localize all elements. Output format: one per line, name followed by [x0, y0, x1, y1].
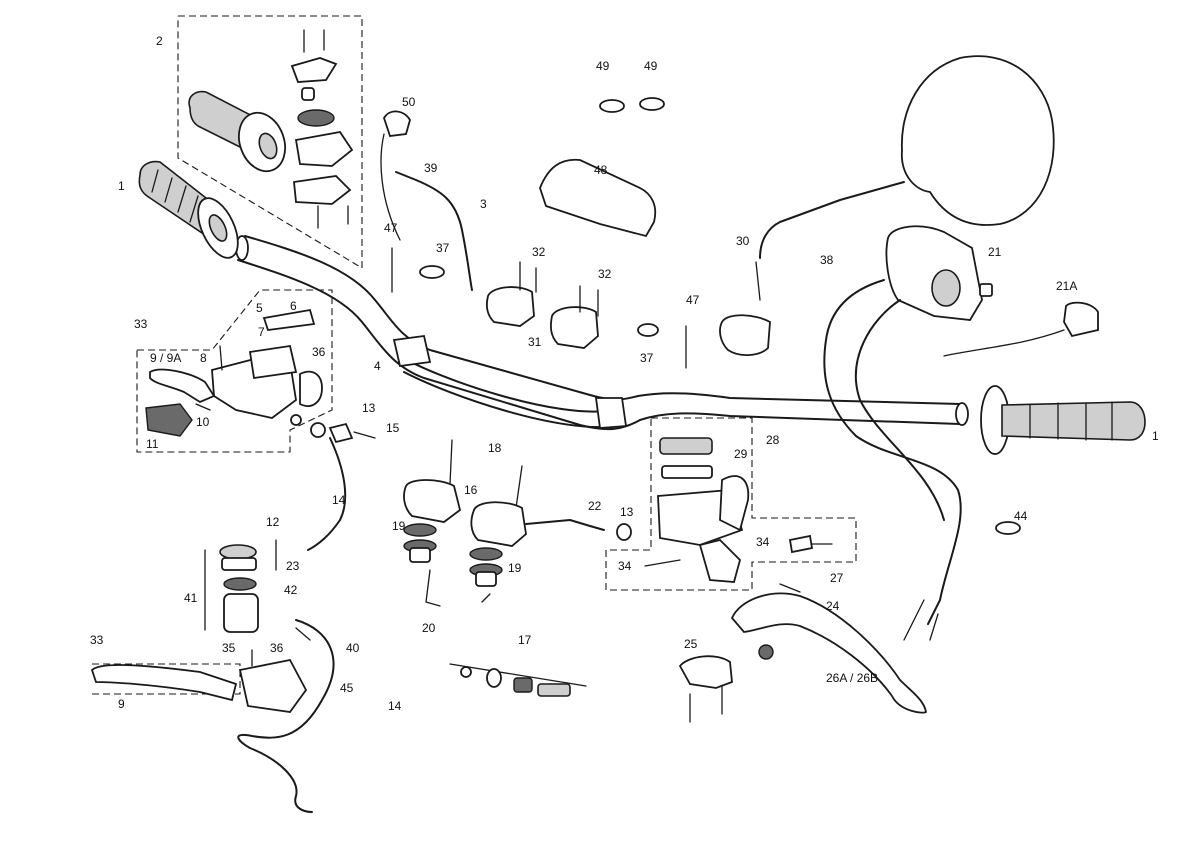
washer	[616, 523, 632, 541]
label-11: 11	[146, 437, 159, 451]
label-14-lower: 14	[388, 699, 402, 713]
label-49-right: 49	[644, 59, 658, 73]
left-clutch-lever	[90, 664, 238, 702]
cable-ties	[391, 97, 1021, 535]
label-37-right: 37	[640, 351, 654, 365]
label-26a-26b: 26A / 26B	[826, 671, 878, 685]
label-31: 31	[528, 335, 542, 349]
label-32-left: 32	[532, 245, 546, 259]
label-21a: 21A	[1056, 279, 1077, 293]
label-21: 21	[988, 245, 1002, 259]
label-14-upper: 14	[332, 493, 346, 507]
lower-master-cylinder	[219, 539, 311, 713]
label-9: 9	[118, 697, 125, 711]
label-32-right: 32	[598, 267, 612, 281]
label-10: 10	[196, 415, 210, 429]
label-8: 8	[200, 351, 207, 365]
label-22: 22	[588, 499, 602, 513]
label-30: 30	[736, 234, 750, 248]
label-12: 12	[266, 515, 280, 529]
switch-wire-2	[855, 299, 945, 521]
label-33-lower: 33	[90, 633, 104, 647]
label-35: 35	[222, 641, 236, 655]
switch-wire-ends	[903, 599, 939, 641]
handlebar-end-right	[955, 402, 969, 426]
crossbar-clamp-right	[594, 397, 628, 429]
cable-3	[395, 171, 473, 291]
label-40: 40	[346, 641, 360, 655]
handlebar-crossbar-lower	[403, 371, 617, 429]
label-13-right: 13	[620, 505, 634, 519]
handlebar-tube-lower	[237, 259, 961, 431]
label-39: 39	[424, 161, 438, 175]
left-grip	[138, 160, 239, 259]
label-45: 45	[340, 681, 354, 695]
label-47-left: 47	[384, 221, 398, 235]
right-master-cylinder	[644, 437, 833, 583]
label-29: 29	[734, 447, 748, 461]
label-1-right: 1	[1152, 429, 1159, 443]
handlebar-crossbar	[399, 355, 613, 413]
clutch-hose-lower	[237, 619, 335, 813]
label-9-9a: 9 / 9A	[150, 351, 181, 365]
label-42: 42	[284, 583, 298, 597]
label-24: 24	[826, 599, 840, 613]
crossbar-clamp-left	[392, 334, 432, 368]
label-25: 25	[684, 637, 698, 651]
label-7: 7	[258, 325, 265, 339]
label-34-lower: 34	[618, 559, 632, 573]
bar-end-kit	[449, 663, 587, 697]
mirror	[719, 55, 1055, 356]
handlebar-risers	[403, 439, 527, 607]
label-2: 2	[156, 34, 163, 48]
label-41: 41	[184, 591, 198, 605]
label-49-left: 49	[596, 59, 610, 73]
label-34-upper: 34	[756, 535, 770, 549]
label-5: 5	[256, 301, 263, 315]
label-16: 16	[464, 483, 478, 497]
label-48: 48	[594, 163, 608, 177]
group-box-clutch-master	[136, 289, 333, 453]
brake-hose-fitting	[525, 519, 605, 531]
switch-wire	[823, 279, 962, 625]
label-37-left: 37	[436, 241, 450, 255]
label-36-lower: 36	[270, 641, 284, 655]
label-15: 15	[386, 421, 400, 435]
label-18: 18	[488, 441, 502, 455]
label-23: 23	[286, 559, 300, 573]
connector-50	[380, 110, 411, 241]
label-17: 17	[518, 633, 532, 647]
label-1-left: 1	[118, 179, 125, 193]
clutch-hose-upper	[307, 437, 347, 551]
label-28: 28	[766, 433, 780, 447]
label-20: 20	[422, 621, 436, 635]
group-box-throttle	[177, 15, 363, 269]
label-19-left: 19	[392, 519, 406, 533]
handlebar-pad	[539, 158, 657, 238]
handlebar-clamps-upper	[486, 261, 599, 349]
label-27: 27	[830, 571, 844, 585]
lever-bracket	[678, 655, 733, 723]
label-36-upper: 36	[312, 345, 326, 359]
small-switch	[943, 301, 1099, 357]
right-switch	[885, 225, 993, 321]
left-master-cylinder	[145, 308, 376, 444]
right-grip	[980, 385, 1146, 455]
label-33-upper: 33	[134, 317, 148, 331]
label-13-left: 13	[362, 401, 376, 415]
label-4: 4	[374, 359, 381, 373]
label-19-right: 19	[508, 561, 522, 575]
label-50: 50	[402, 95, 416, 109]
right-brake-lever	[730, 583, 927, 714]
throttle-assembly	[188, 29, 354, 229]
handlebar-tube-upper	[244, 235, 961, 405]
label-38: 38	[820, 253, 834, 267]
label-47-right: 47	[686, 293, 700, 307]
label-44: 44	[1014, 509, 1028, 523]
label-3: 3	[480, 197, 487, 211]
group-box-brake-master	[605, 417, 857, 591]
label-6: 6	[290, 299, 297, 313]
